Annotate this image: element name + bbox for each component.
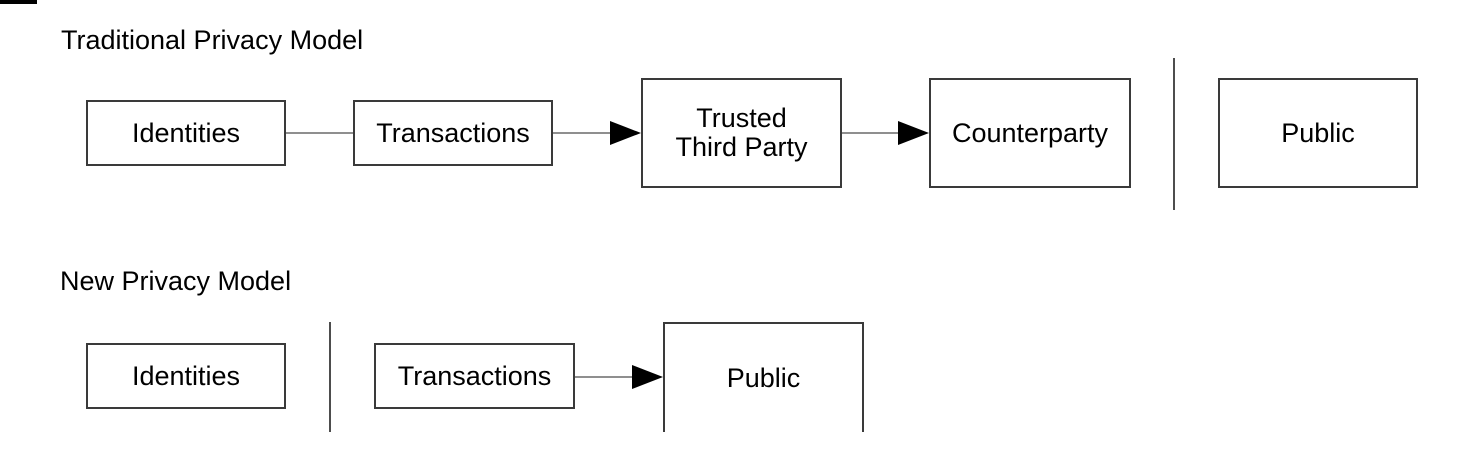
box-label: Transactions [376,117,530,148]
privacy-boundary-divider-new [329,322,331,432]
arrowhead-right-icon [898,121,929,145]
connector-transactions-public [575,376,633,378]
box-public-traditional: Public [1218,78,1418,188]
box-transactions-traditional: Transactions [353,100,553,166]
box-counterparty: Counterparty [929,78,1131,188]
top-left-crop-artifact [0,0,37,4]
box-label: Trusted Third Party [675,103,808,162]
box-transactions-new: Transactions [374,343,575,409]
box-label: Public [1281,117,1355,148]
connector-ttp-counterparty [842,132,899,134]
box-identities-new: Identities [86,343,286,409]
traditional-model-title: Traditional Privacy Model [61,25,364,55]
box-label: Public [726,362,801,393]
box-identities-traditional: Identities [86,100,286,166]
arrowhead-right-icon [610,121,641,145]
connector-identities-transactions [286,132,353,134]
arrowhead-right-icon [632,365,663,389]
box-label: Counterparty [951,117,1109,148]
box-public-new: Public [663,322,864,432]
box-label: Identities [131,360,241,391]
connector-transactions-ttp [553,132,611,134]
privacy-boundary-divider-traditional [1173,58,1175,210]
box-label: Transactions [397,360,552,391]
box-trusted-third-party: Trusted Third Party [641,78,842,188]
box-label: Identities [131,117,241,148]
new-model-title: New Privacy Model [60,266,292,296]
